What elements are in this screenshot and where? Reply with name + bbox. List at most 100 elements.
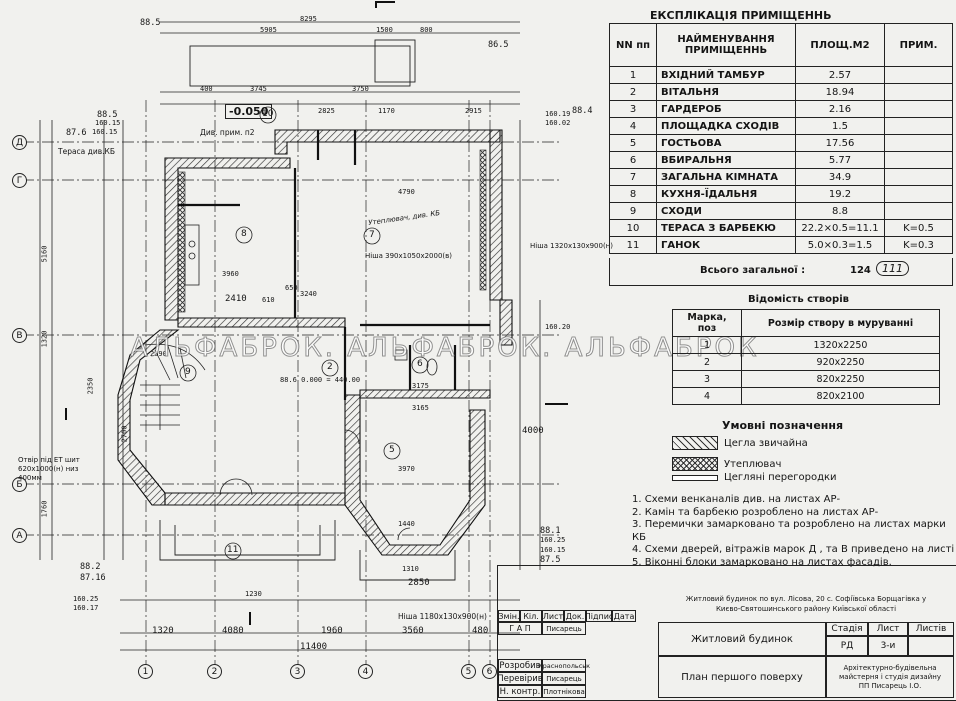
note-niche-2: Ніша 390х1050х2000(в) [365, 252, 452, 260]
mark-160-25: 160.25 [540, 536, 566, 544]
mark-160-15b: 160.15 [92, 128, 118, 136]
mark-160-25b: 160.25 [73, 595, 99, 603]
mark-87-5: 87.5 [540, 555, 561, 565]
dim-2690: 2690 [150, 350, 167, 358]
dim-610: 610 [262, 296, 275, 304]
opening-size: 1320x2250 [741, 336, 940, 354]
tb-norm-name: Плотнікова [542, 685, 586, 698]
dim-left-2: 1320 [40, 330, 49, 348]
room-name: СХОДИ [656, 202, 796, 220]
room-area: 5.0×0.3=1.5 [795, 236, 885, 254]
room-num: 9 [609, 202, 657, 220]
room-area: 18.94 [795, 83, 885, 101]
mark-160-15: 160.15 [95, 119, 121, 127]
expl-header-note: ПРИМ. [884, 23, 953, 67]
axis-label-5: 5 [461, 664, 476, 679]
dim-3960: 3960 [222, 270, 239, 278]
room-name: ВІТАЛЬНЯ [656, 83, 796, 101]
room-note [884, 83, 953, 101]
dim-3165: 3165 [412, 404, 429, 412]
note-1: 1. Схеми венканалів див. на листах АР- [632, 494, 841, 505]
mark-86-5: 86.5 [488, 40, 509, 50]
expl-total-value: 124 [850, 265, 871, 276]
dim-top-2: 5905 [260, 26, 277, 34]
tb-col-sheet: Лист [542, 610, 564, 622]
room-number-10: 10 [262, 109, 274, 119]
level-mark: -0.050 [225, 104, 273, 119]
dim-3175: 3175 [412, 382, 429, 390]
tb-developed-name: Краснопольськ [538, 659, 590, 672]
mark-88-4: 88.4 [572, 106, 593, 116]
room-name: ГОСТЬОВА [656, 134, 796, 152]
room-note: K=0.3 [884, 236, 953, 254]
dim-3970: 3970 [398, 465, 415, 473]
tb-gap-name: Писарець [542, 622, 586, 635]
axis-label-a: А [12, 528, 27, 543]
opening-size: 820x2100 [741, 387, 940, 405]
legend-swatch-brick [672, 436, 718, 450]
room-area: 1.5 [795, 117, 885, 135]
room-note: K=0.5 [884, 219, 953, 237]
note-5: 5. Віконні блоки замарковано на листах ф… [632, 556, 892, 568]
dim-bottom-2: 4080 [222, 626, 244, 636]
axis-label-2: 2 [207, 664, 222, 679]
mark-160-02: 160.02 [545, 119, 571, 127]
room-area: 8.8 [795, 202, 885, 220]
room-area: 22.2×0.5=11.1 [795, 219, 885, 237]
legend-item-brick: Цегла звичайна [672, 436, 808, 450]
dim-2410: 2410 [225, 294, 247, 304]
room-num: 6 [609, 151, 657, 169]
room-num: 4 [609, 117, 657, 135]
room-name: ГАРДЕРОБ [656, 100, 796, 118]
dim-top-3: 1500 [376, 26, 393, 34]
dim-bottom-total: 11400 [300, 642, 328, 652]
dim-left-4: 2350 [86, 377, 95, 395]
room-num: 2 [609, 83, 657, 101]
legend-item-insulation: Утеплювач [672, 457, 781, 471]
tb-sheet-label: Лист [868, 622, 908, 636]
axis-label-b: Б [12, 477, 27, 492]
dim-left-3: 1760 [40, 500, 49, 518]
expl-total-row: Всього загальної : 124 111 [609, 258, 953, 286]
dim-top-5: 3745 [250, 85, 267, 93]
opening-size: 820x2250 [741, 370, 940, 388]
tb-col-date: Дата [612, 610, 636, 622]
room-area: 2.57 [795, 66, 885, 84]
expl-total-handwritten: 111 [876, 261, 909, 276]
legend-label-partition: Цегляні перегородки [724, 472, 837, 483]
tb-object: Житловий будинок [658, 622, 826, 656]
room-number-7: 7 [369, 230, 375, 240]
mark-88-2: 88.2 [80, 562, 101, 572]
dim-top-1: 8295 [300, 15, 317, 23]
opening-mark: 1 [672, 336, 742, 354]
room-number-6: 6 [417, 359, 423, 369]
openings-header-mark: Марка, поз [672, 309, 742, 337]
room-num: 10 [609, 219, 657, 237]
opening-mark: 4 [672, 387, 742, 405]
tb-col-sign: Підпис [584, 610, 614, 622]
room-number-11: 11 [227, 545, 239, 555]
room-note [884, 151, 953, 169]
tb-checked-name: Писарець [542, 672, 586, 685]
dim-1440: 1440 [398, 520, 415, 528]
tb-address: Житловий будинок по вул. Лісова, 20 с. С… [685, 595, 927, 613]
tb-gap-label: Г А П [498, 622, 542, 635]
openings-title: Відомість створів [748, 294, 849, 305]
dim-left-1: 5160 [40, 245, 49, 263]
tb-sheet: 3-и [868, 636, 908, 656]
title-block: Змін. Кіл. Лист Док. Підпис Дата Г А П П… [497, 565, 956, 701]
room-note [884, 134, 953, 152]
expl-header-area: ПЛОЩ.М2 [795, 23, 885, 67]
dim-bottom-3: 1960 [321, 626, 343, 636]
note-3: 3. Перемички замарковано та розроблено н… [632, 519, 946, 543]
room-area: 17.56 [795, 134, 885, 152]
note-niche-3: Ніша 1180х130х900(н) [398, 612, 487, 621]
axis-label-v: В [12, 328, 27, 343]
room-name: ТЕРАСА З БАРБЕКЮ [656, 219, 796, 237]
